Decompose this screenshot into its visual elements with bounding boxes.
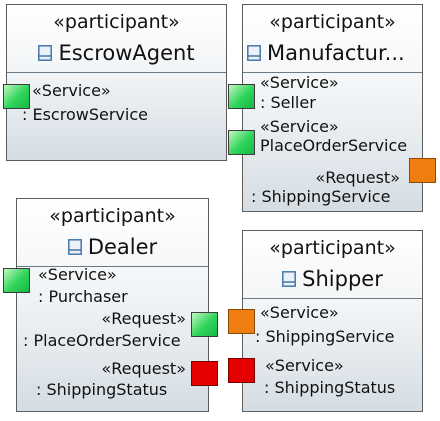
port-kind-label: «Service»	[38, 265, 117, 284]
port-kind-label: «Service»	[260, 117, 339, 136]
participant-name: Shipper	[302, 267, 383, 291]
port-kind-label: «Service»	[260, 73, 339, 92]
port-type-label: : ShippingStatus	[36, 380, 168, 399]
port-type-label: : Seller	[260, 93, 316, 112]
participant-name-row: Dealer	[17, 235, 208, 259]
port-type-label: : ShippingService	[255, 327, 395, 346]
participant-name: Dealer	[87, 235, 158, 259]
service-port-seller[interactable]	[228, 84, 255, 109]
participant-shipper[interactable]: «participant» Shipper	[242, 230, 423, 412]
port-kind-label: «Service»	[32, 81, 111, 100]
port-kind-label: «Service»	[265, 356, 344, 375]
request-port-place-order[interactable]	[191, 312, 218, 337]
stereotype-label: «participant»	[53, 11, 180, 33]
service-port-escrow[interactable]	[3, 84, 30, 109]
port-kind-label: «Request»	[101, 359, 186, 378]
port-type-label: : ShippingService	[251, 187, 391, 206]
service-port-place-order[interactable]	[228, 130, 255, 155]
participant-name-row: Shipper	[243, 267, 422, 291]
stereotype-label: «participant»	[269, 237, 396, 259]
port-type-label: : ShippingStatus	[264, 378, 396, 397]
participant-name: EscrowAgent	[58, 41, 195, 65]
port-kind-label: «Service»	[260, 303, 339, 322]
service-port-shipping-status[interactable]	[228, 358, 255, 383]
request-port-shipping-service[interactable]	[409, 158, 436, 183]
stereotype-label: «participant»	[49, 205, 176, 227]
port-kind-label: «Request»	[101, 309, 186, 328]
participant-name-row: EscrowAgent	[7, 41, 226, 65]
participant-header: «participant» Manufactur...	[243, 5, 422, 73]
service-port-shipping-service[interactable]	[228, 309, 255, 334]
port-kind-label: «Request»	[315, 168, 400, 187]
port-type-label: : Purchaser	[38, 287, 128, 306]
participant-header: «participant» EscrowAgent	[7, 5, 226, 73]
port-type-label: : PlaceOrderService	[23, 331, 181, 350]
class-icon	[38, 45, 53, 61]
participant-header: «participant» Dealer	[17, 199, 208, 267]
participant-escrowagent[interactable]: «participant» EscrowAgent	[6, 4, 227, 161]
service-port-purchaser[interactable]	[3, 268, 30, 293]
participant-dealer[interactable]: «participant» Dealer	[16, 198, 209, 412]
participant-name-row: Manufactur...	[243, 41, 422, 65]
request-port-shipping-status[interactable]	[191, 361, 218, 386]
participant-header: «participant» Shipper	[243, 231, 422, 299]
class-icon	[67, 239, 82, 255]
class-icon	[247, 45, 261, 61]
participant-name: Manufactur...	[267, 41, 405, 65]
class-icon	[282, 271, 297, 287]
port-type-label: PlaceOrderService	[260, 136, 408, 155]
port-type-label: : EscrowService	[22, 105, 148, 124]
stereotype-label: «participant»	[269, 11, 396, 33]
